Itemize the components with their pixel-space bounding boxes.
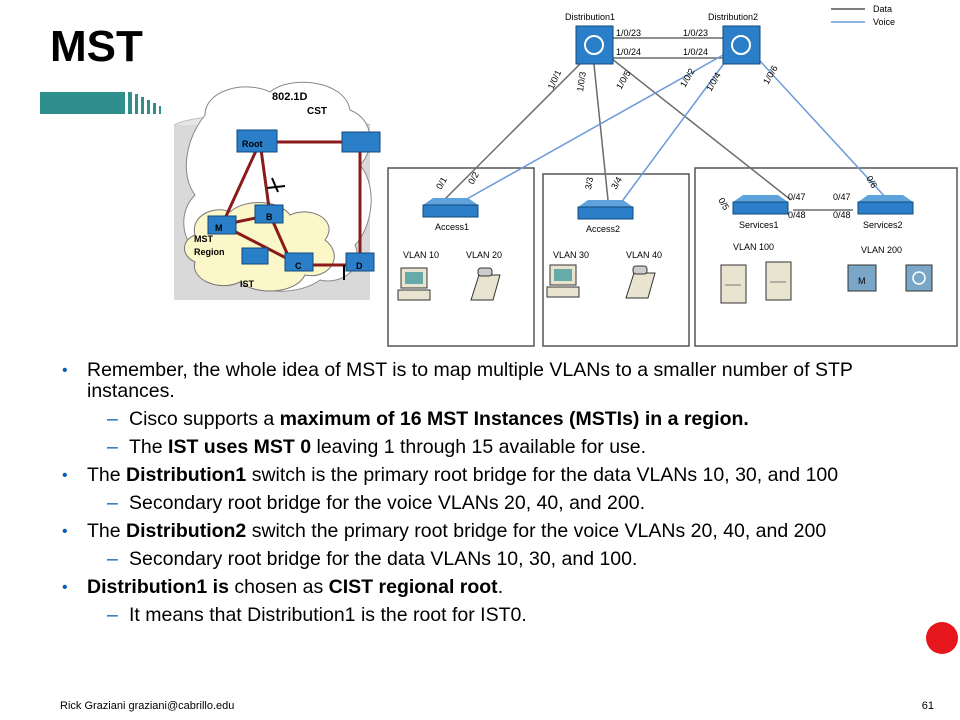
svg-text:1/0/24: 1/0/24	[683, 47, 708, 57]
distribution2-switch: Distribution2	[708, 12, 761, 65]
footer-author: Rick Graziani graziani@cabrillo.edu	[60, 700, 235, 712]
network-topology: Data Voice Distribution1 Distribution2 1…	[387, 4, 958, 347]
mst-region-diagram: 802.1D CST Root B M C D MST Region IST	[173, 81, 381, 300]
phone-vlan40-icon	[625, 265, 656, 299]
bullet-1-sub-1: – Cisco supports a maximum of 16 MST Ins…	[107, 408, 749, 430]
svg-text:1/0/5: 1/0/5	[614, 69, 633, 91]
svg-text:1/0/23: 1/0/23	[683, 28, 708, 38]
svg-text:B: B	[266, 212, 273, 222]
bullet-1-sub-2: – The IST uses MST 0 leaving 1 through 1…	[107, 436, 647, 458]
access1-box	[387, 167, 535, 347]
svg-text:Services1: Services1	[739, 220, 779, 230]
svg-text:D: D	[356, 261, 363, 271]
slide-title: MST	[50, 22, 143, 71]
page-number: 61	[921, 700, 934, 712]
bullet-3: • The Distribution2 switch the primary r…	[62, 520, 827, 542]
pc-vlan30-icon	[546, 264, 580, 298]
bullet-2: • The Distribution1 switch is the primar…	[62, 464, 839, 486]
svg-text:Access1: Access1	[435, 222, 469, 232]
distribution1-switch: Distribution1	[565, 12, 615, 65]
bullet-list: • Remember, the whole idea of MST is to …	[62, 353, 932, 626]
server2-icon	[765, 261, 792, 301]
svg-text:1/0/24: 1/0/24	[616, 47, 641, 57]
svg-text:0/47: 0/47	[788, 192, 806, 202]
pc-vlan10-icon	[397, 267, 431, 301]
bullet-dot-icon: •	[62, 362, 68, 379]
svg-text:VLAN 10: VLAN 10	[403, 250, 439, 260]
switch-c: C	[284, 252, 314, 272]
svg-text:Access2: Access2	[586, 224, 620, 234]
voice-server-icon	[905, 264, 933, 292]
dist1-label: Distribution1	[565, 12, 615, 22]
access2-box	[542, 173, 690, 347]
svg-text:C: C	[295, 261, 302, 271]
cloud-label: 802.1D	[272, 91, 308, 103]
svg-text:1/0/4: 1/0/4	[704, 71, 723, 93]
svg-text:1/0/3: 1/0/3	[575, 71, 588, 92]
access2-switch: Access2	[577, 200, 634, 234]
services1-switch: Services1	[732, 195, 789, 230]
svg-text:1/0/6: 1/0/6	[761, 64, 780, 86]
svg-text:VLAN 30: VLAN 30	[553, 250, 589, 260]
svg-text:1/0/1: 1/0/1	[546, 68, 564, 90]
dist2-label: Distribution2	[708, 12, 758, 22]
svg-text:VLAN 200: VLAN 200	[861, 245, 902, 255]
bullet-dot-icon: •	[62, 523, 68, 540]
svg-text:Services2: Services2	[863, 220, 903, 230]
switch-b: B	[254, 204, 284, 224]
svg-text:VLAN 20: VLAN 20	[466, 250, 502, 260]
services-box	[694, 167, 958, 347]
switch-m: M	[207, 215, 237, 235]
cst-label: CST	[307, 106, 327, 117]
bullet-4: • Distribution1 is chosen as CIST region…	[62, 576, 504, 598]
svg-text:0/48: 0/48	[833, 210, 851, 220]
access1-switch: Access1	[422, 198, 479, 232]
legend-voice: Voice	[873, 17, 895, 27]
svg-text:1/0/2: 1/0/2	[678, 67, 697, 89]
svg-text:3/3: 3/3	[583, 176, 595, 190]
region-switch	[241, 247, 269, 265]
services2-switch: Services2	[857, 195, 914, 230]
ist-label: IST	[240, 279, 255, 289]
svg-text:1/0/23: 1/0/23	[616, 28, 641, 38]
title-decor-bars	[40, 92, 161, 114]
switch-d: D	[345, 252, 375, 272]
svg-text:M: M	[858, 276, 866, 286]
bullet-dot-icon: •	[62, 579, 68, 596]
svg-text:M: M	[215, 223, 223, 233]
svg-text:VLAN 100: VLAN 100	[733, 242, 774, 252]
bullet-dot-icon: •	[62, 467, 68, 484]
bullet-4-sub-1: – It means that Distribution1 is the roo…	[107, 604, 527, 626]
legend-data: Data	[873, 4, 892, 14]
bullet-3-sub-1: – Secondary root bridge for the data VLA…	[107, 548, 638, 570]
server1-icon	[720, 264, 747, 304]
bullet-1: • Remember, the whole idea of MST is to …	[62, 359, 853, 402]
red-pointer-dot	[926, 622, 958, 654]
region-label-mst: MST	[194, 234, 214, 244]
legend: Data Voice	[831, 4, 895, 27]
svg-text:0/47: 0/47	[833, 192, 851, 202]
svg-text:0/48: 0/48	[788, 210, 806, 220]
cst-switch	[341, 131, 381, 153]
svg-text:VLAN 40: VLAN 40	[626, 250, 662, 260]
root-label: Root	[242, 139, 263, 149]
region-label-region: Region	[194, 247, 225, 257]
bullet-2-sub-1: – Secondary root bridge for the voice VL…	[107, 492, 645, 514]
root-switch: Root	[236, 129, 278, 153]
phone-vlan20-icon	[470, 267, 501, 301]
voice-gateway-icon: M	[847, 264, 877, 292]
